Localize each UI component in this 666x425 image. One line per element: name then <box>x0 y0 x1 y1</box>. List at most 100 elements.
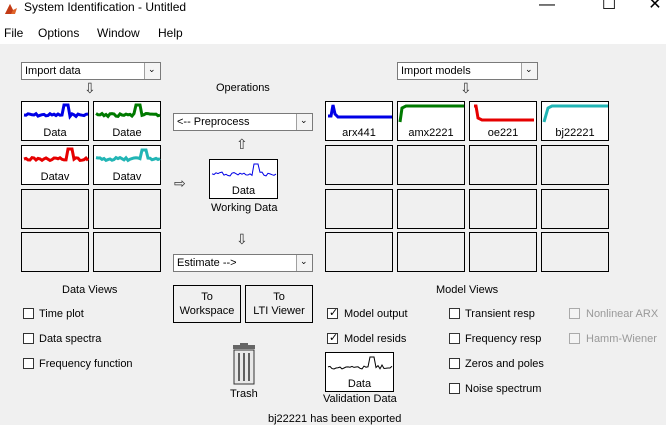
empty-data-slot[interactable] <box>21 232 89 272</box>
time-plot-label: Time plot <box>39 308 84 320</box>
menu-options[interactable]: Options <box>38 26 80 40</box>
empty-model-slot[interactable] <box>541 189 609 229</box>
validation-data-tile[interactable]: Data <box>325 352 394 392</box>
empty-model-slot[interactable] <box>469 232 537 272</box>
import-data-dropdown[interactable]: Import data ⌄ <box>21 62 161 80</box>
validation-data-caption: Validation Data <box>323 393 397 405</box>
working-data-plot <box>211 163 277 177</box>
data-signal-plot <box>23 103 89 120</box>
frequency-resp-checkbox[interactable] <box>449 333 460 344</box>
transient-resp-label: Transient resp <box>465 308 535 320</box>
empty-model-slot[interactable] <box>397 145 465 185</box>
transient-resp-checkbox[interactable] <box>449 308 460 319</box>
data-tile[interactable]: Datav <box>93 145 161 185</box>
empty-model-slot[interactable] <box>469 189 537 229</box>
to-lti-viewer-line2: LTI Viewer <box>253 305 305 317</box>
empty-model-slot[interactable] <box>469 145 537 185</box>
model-response-plot <box>328 104 392 119</box>
empty-data-slot[interactable] <box>93 189 161 229</box>
working-data-tile[interactable]: Data <box>209 159 278 199</box>
model-tile-label: amx2221 <box>408 127 454 139</box>
empty-model-slot[interactable] <box>325 189 393 229</box>
chevron-down-icon[interactable]: ⌄ <box>296 114 312 130</box>
hamm-wiener-label: Hamm-Wiener <box>586 333 657 345</box>
frequency-resp-label: Frequency resp <box>465 333 542 345</box>
data-tile[interactable]: Datae <box>93 101 161 141</box>
model-response-plot <box>474 104 534 122</box>
data-spectra-label: Data spectra <box>39 333 102 345</box>
empty-model-slot[interactable] <box>397 232 465 272</box>
chevron-down-icon[interactable]: ⌄ <box>144 63 160 79</box>
frequency-function-label: Frequency function <box>39 358 133 370</box>
model-tile-label: arx441 <box>342 127 376 139</box>
arrow-down-icon: ⇩ <box>84 80 96 96</box>
data-tile-label: Datav <box>40 171 70 183</box>
chevron-down-icon[interactable]: ⌄ <box>521 63 537 79</box>
menu-help[interactable]: Help <box>158 26 183 40</box>
empty-model-slot[interactable] <box>397 189 465 229</box>
chevron-down-icon[interactable]: ⌄ <box>296 255 312 271</box>
data-tile-label: Data <box>43 127 67 139</box>
data-tile[interactable]: Datav <box>21 145 90 185</box>
estimate-dropdown[interactable]: Estimate --> ⌄ <box>173 254 313 272</box>
to-workspace-line1: To <box>201 291 213 303</box>
model-response-plot <box>542 104 608 123</box>
to-lti-viewer-button[interactable]: To LTI Viewer <box>245 285 313 323</box>
trash-icon[interactable] <box>229 343 259 385</box>
menu-bar <box>0 22 666 44</box>
model-tile-oe221[interactable]: oe221 <box>469 101 537 141</box>
validation-data-tile-label: Data <box>347 378 372 390</box>
arrow-up-icon: ⇧ <box>236 136 248 152</box>
trash-label: Trash <box>230 388 258 400</box>
empty-data-slot[interactable] <box>93 232 161 272</box>
noise-spectrum-checkbox[interactable] <box>449 383 460 394</box>
model-tile-amx2221[interactable]: amx2221 <box>397 101 465 141</box>
model-resids-checkbox[interactable]: ✓ <box>327 332 339 344</box>
model-tile-label: oe221 <box>487 127 519 139</box>
data-tile-label: Datae <box>112 127 142 139</box>
empty-model-slot[interactable] <box>541 145 609 185</box>
to-lti-viewer-line1: To <box>273 291 285 303</box>
minimize-button[interactable]: — <box>539 0 555 13</box>
model-tile-bj22221[interactable]: bj22221 <box>541 101 609 141</box>
hamm-wiener-checkbox <box>569 333 580 344</box>
to-workspace-button[interactable]: To Workspace <box>173 285 241 323</box>
model-output-label: Model output <box>344 308 408 320</box>
model-resids-label: Model resids <box>344 333 407 345</box>
frequency-function-checkbox[interactable] <box>23 358 34 369</box>
working-data-tile-label: Data <box>231 185 256 197</box>
nonlinear-arx-label: Nonlinear ARX <box>586 308 659 320</box>
window-title: System Identification - Untitled <box>24 0 187 14</box>
model-output-checkbox[interactable]: ✓ <box>327 307 339 319</box>
estimate-value: Estimate --> <box>177 257 237 269</box>
import-models-value: Import models <box>401 65 471 77</box>
menu-window[interactable]: Window <box>97 26 140 40</box>
checkmark-icon: ✓ <box>329 307 339 319</box>
data-spectra-checkbox[interactable] <box>23 333 34 344</box>
time-plot-checkbox[interactable] <box>23 308 34 319</box>
data-tile-label: Datav <box>112 171 142 183</box>
model-views-title: Model Views <box>436 284 499 296</box>
data-tile[interactable]: Data <box>21 101 89 141</box>
preprocess-dropdown[interactable]: <-- Preprocess ⌄ <box>173 113 313 131</box>
data-signal-plot <box>23 147 90 163</box>
operations-label: Operations <box>216 82 270 94</box>
to-workspace-line2: Workspace <box>179 305 235 317</box>
close-button[interactable]: ✕ <box>648 0 662 13</box>
model-response-plot <box>398 104 464 123</box>
menu-file[interactable]: File <box>4 26 24 40</box>
import-models-dropdown[interactable]: Import models ⌄ <box>397 62 538 80</box>
model-tile-arx441[interactable]: arx441 <box>325 101 393 141</box>
arrow-down-icon: ⇩ <box>460 80 472 96</box>
empty-model-slot[interactable] <box>325 232 393 272</box>
empty-model-slot[interactable] <box>541 232 609 272</box>
empty-data-slot[interactable] <box>21 189 89 229</box>
arrow-right-icon: ⇨ <box>174 175 186 191</box>
maximize-button[interactable]: ☐ <box>601 0 617 13</box>
arrow-down-icon: ⇩ <box>236 231 248 247</box>
empty-model-slot[interactable] <box>325 145 393 185</box>
zeros-and-poles-checkbox[interactable] <box>449 358 460 369</box>
checkmark-icon: ✓ <box>329 332 339 344</box>
zeros-and-poles-label: Zeros and poles <box>465 358 544 370</box>
matlab-app-icon <box>5 4 17 14</box>
